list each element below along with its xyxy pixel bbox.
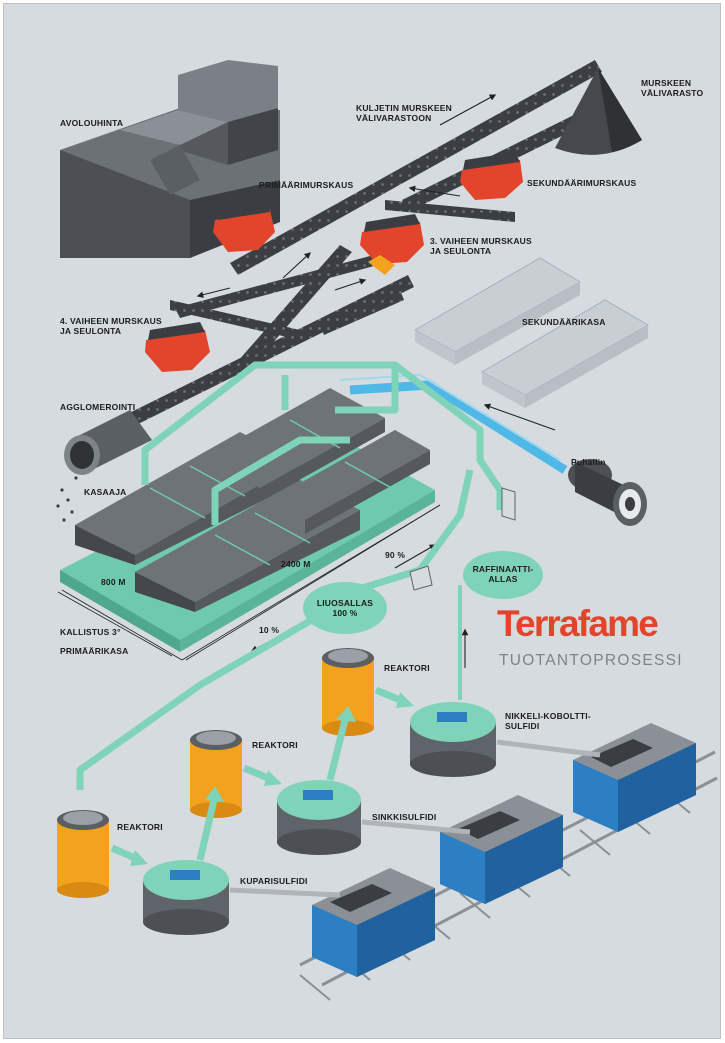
label-zinc-sulfide: SINKKISULFIDI <box>372 812 437 822</box>
brand-subtitle: TUOTANTOPROSESSI <box>499 652 683 669</box>
tertiary-crusher <box>360 214 424 275</box>
label-dimension-800: 800 M <box>101 577 126 587</box>
output-lines <box>229 739 601 898</box>
label-conveyor: KULJETIN MURSKEEN VÄLIVARASTOON <box>356 103 452 123</box>
wagon-1 <box>312 868 435 977</box>
raffinate-pond <box>463 551 543 599</box>
tank-copper <box>143 860 229 935</box>
label-blower: Puhallin <box>571 457 606 467</box>
label-secondary-heap: SEKUNDÄÄRIKASA <box>522 317 606 327</box>
conveyor-belts <box>105 60 602 437</box>
solution-pipes <box>76 361 516 790</box>
secondary-heaps <box>413 257 650 408</box>
label-stacker: KASAAJA <box>84 487 127 497</box>
label-percent-90: 90 % <box>385 550 406 560</box>
label-dimension-2400: 2400 M <box>281 559 311 569</box>
label-slope: KALLISTUS 3° <box>60 627 121 637</box>
label-reactor-middle: REAKTORI <box>252 740 298 750</box>
wagon-2 <box>440 795 563 904</box>
tank-nickel-cobalt <box>410 702 496 777</box>
label-reactor-left: REAKTORI <box>117 822 163 832</box>
label-raffinate-pond: RAFFINAATTI- ALLAS <box>472 564 534 584</box>
label-quaternary-crushing: 4. VAIHEEN MURSKAUS JA SEULONTA <box>60 316 162 336</box>
process-arrows <box>110 686 414 866</box>
label-solution-pond: LIUOSALLAS 100 % <box>316 598 374 618</box>
air-ducts <box>339 373 568 474</box>
tank-zinc <box>277 780 361 855</box>
label-percent-10: 10 % <box>259 625 280 635</box>
label-primary-heap: PRIMÄÄRIKASA <box>60 646 129 656</box>
reactor-left <box>57 810 109 898</box>
crushed-ore-stockpile <box>555 68 642 155</box>
solution-pond <box>303 582 387 634</box>
label-reactor-right: REAKTORI <box>384 663 430 673</box>
dimension-lines <box>57 504 441 661</box>
heap-blocks <box>75 388 430 612</box>
agglomeration-drum <box>56 410 152 522</box>
label-tertiary-crushing: 3. VAIHEEN MURSKAUS JA SEULONTA <box>430 236 532 256</box>
label-nickel-cobalt-sulfide: NIKKELI-KOBOLTTI- SULFIDI <box>505 711 591 731</box>
secondary-crusher <box>460 152 523 200</box>
label-secondary-crushing: SEKUNDÄÄRIMURSKAUS <box>527 178 637 188</box>
wagon-3 <box>573 723 696 832</box>
label-agglomeration: AGGLOMEROINTI <box>60 402 136 412</box>
quaternary-crusher <box>145 322 210 372</box>
label-intermediate-stockpile: MURSKEEN VÄLIVARASTO <box>641 78 704 98</box>
open-pit-mine <box>60 60 280 258</box>
label-copper-sulfide: KUPARISULFIDI <box>240 876 308 886</box>
blower <box>568 459 647 526</box>
reactor-right <box>322 648 374 736</box>
brand-logo: Terrafame <box>497 603 659 644</box>
label-open-pit: AVOLOUHINTA <box>60 118 124 128</box>
label-primary-crushing: PRIMÄÄRIMURSKAUS <box>259 180 354 190</box>
primary-crusher <box>213 202 275 252</box>
